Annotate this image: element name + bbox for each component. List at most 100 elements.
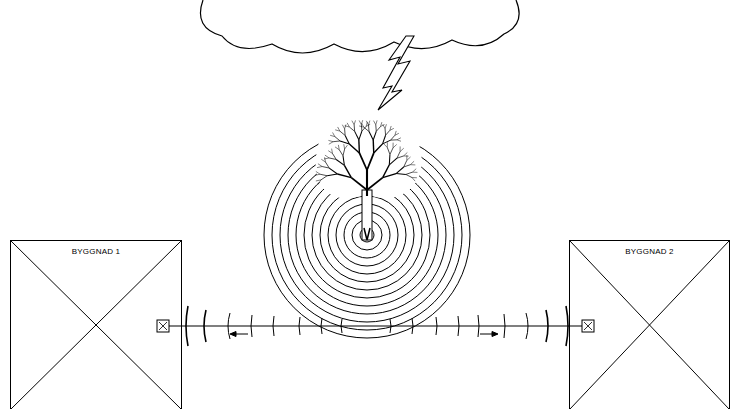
tree-branch	[396, 167, 404, 174]
building-cross	[570, 241, 729, 409]
tree-branch	[321, 176, 327, 180]
tree-branch	[404, 155, 409, 156]
tree	[315, 96, 422, 240]
tree-branch	[383, 124, 385, 128]
tree-branch	[396, 173, 406, 175]
tree-branch	[359, 131, 362, 140]
tree-branch	[338, 127, 340, 131]
tree-branch	[389, 158, 397, 165]
wave-ring	[288, 156, 446, 314]
tree-branch	[358, 140, 360, 153]
tree-branch	[343, 149, 345, 156]
tree-branch	[387, 147, 390, 154]
tree-branch	[351, 178, 367, 190]
lightning-bolt	[378, 36, 414, 110]
tree-branch	[385, 129, 387, 136]
tree-branch	[373, 140, 375, 153]
tree-branch	[320, 174, 327, 176]
diagonal	[11, 241, 181, 409]
wave-ring	[320, 188, 414, 282]
wave-ring	[312, 180, 422, 290]
tree-branch	[318, 164, 322, 167]
tree-branch	[332, 153, 336, 159]
building-cross	[11, 241, 181, 409]
tree-branch	[383, 174, 396, 178]
tree-branch	[331, 149, 333, 154]
tree-branch	[391, 135, 395, 140]
tree-root	[364, 228, 370, 240]
tree-branch	[354, 120, 355, 124]
tree-branch	[324, 158, 329, 159]
tree-branch	[316, 171, 320, 174]
tree-branch	[406, 174, 412, 177]
tree-branch	[400, 148, 404, 151]
tree-branch	[345, 145, 348, 149]
tree-branch	[404, 165, 411, 167]
tree-branch	[397, 156, 404, 158]
tree-branch	[328, 140, 333, 141]
tree-branch	[397, 140, 401, 141]
tree-branch	[387, 142, 388, 147]
tree-branch	[345, 135, 349, 143]
tree-branch	[329, 168, 337, 174]
tree-branch	[407, 157, 411, 160]
tree-branch	[397, 138, 401, 140]
tree-branch	[344, 129, 346, 136]
tree-branch	[327, 174, 337, 176]
tree-branch	[406, 172, 413, 174]
tree-branch	[325, 155, 329, 158]
diagonal	[570, 241, 729, 409]
tree-branch	[359, 153, 367, 170]
tree-branch	[410, 164, 415, 165]
tree-branch	[329, 142, 333, 145]
wave-ring	[280, 148, 454, 322]
tree-branch	[390, 148, 393, 155]
tree-branch	[384, 144, 388, 148]
tree-branch	[339, 150, 343, 156]
tree-branch	[340, 131, 345, 135]
tree-branch	[325, 162, 329, 168]
tree-branch	[343, 156, 344, 166]
tree-branch	[390, 128, 394, 130]
wave-ring	[296, 164, 438, 306]
tree-branch	[349, 144, 359, 153]
tree-branch	[373, 131, 376, 140]
tree-branch	[366, 170, 368, 196]
diagonal	[11, 241, 181, 409]
building-label: BYGGNAD 2	[570, 241, 729, 256]
building-box: BYGGNAD 1	[10, 240, 182, 409]
tree-branch	[364, 127, 369, 131]
tree-branch	[352, 121, 354, 125]
tree-branch	[354, 125, 356, 132]
tree-branch	[333, 140, 340, 142]
earth-terminal	[157, 320, 169, 332]
tree-branch	[386, 130, 390, 135]
tree-branch	[400, 146, 401, 151]
building-label: BYGGNAD 1	[11, 241, 181, 256]
tree-branch	[366, 121, 368, 125]
tree-branch	[389, 154, 391, 164]
cloud	[200, 0, 519, 53]
tree-branch	[413, 172, 418, 173]
tree-branch	[375, 125, 377, 132]
tree-branch	[315, 174, 320, 175]
tree-branch	[359, 120, 361, 124]
tree-branch	[376, 120, 377, 124]
tree-branch	[383, 140, 391, 144]
tree-trunk	[362, 190, 372, 240]
tree-branch	[412, 178, 415, 182]
tree-branch	[342, 125, 344, 129]
tree-branch	[367, 153, 374, 170]
tree-branch	[385, 124, 386, 128]
tree-branch	[369, 121, 370, 125]
earth-cable	[162, 325, 589, 326]
wave-arrows	[230, 332, 498, 337]
tree-crown	[316, 96, 422, 206]
tree-branch	[317, 167, 322, 168]
tree-branch	[367, 178, 383, 190]
earth-terminal	[582, 320, 594, 332]
tree-branch	[349, 127, 354, 131]
diagonal	[570, 241, 729, 409]
